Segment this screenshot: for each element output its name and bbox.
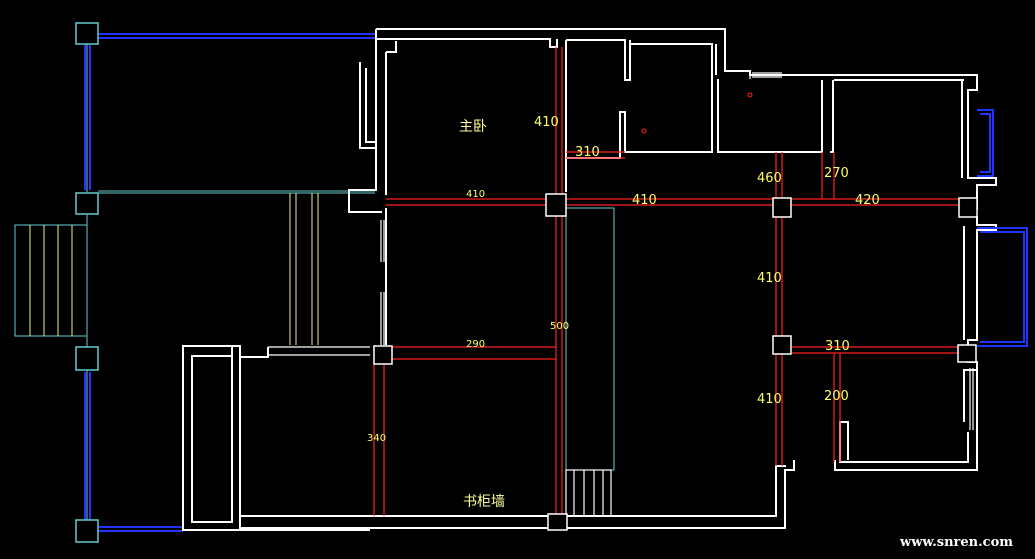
- room-label-master-bedroom: 主卧: [459, 119, 487, 135]
- dimension-label: 460: [757, 171, 782, 186]
- dimension-label: 200: [824, 389, 849, 404]
- balcony-window-lines: [84, 33, 376, 532]
- structural-column: [957, 344, 977, 363]
- balcony-column: [75, 192, 99, 215]
- structural-column: [545, 193, 567, 217]
- exterior-walls: [182, 28, 997, 531]
- structural-column: [373, 345, 393, 365]
- interior-walls: [191, 39, 976, 523]
- balcony-column: [75, 346, 99, 371]
- dimension-label: 410: [534, 115, 559, 130]
- dimension-label: 310: [825, 339, 850, 354]
- dimension-label: 500: [550, 321, 569, 332]
- dimension-label: 270: [824, 166, 849, 181]
- room-label-bookcase-wall: 书柜墙: [463, 494, 505, 510]
- watermark: www.snren.com: [899, 535, 1013, 550]
- right-bay-windows: [977, 109, 1028, 347]
- balcony-steps: [14, 224, 88, 337]
- marker-dot: [641, 128, 647, 134]
- balcony-door-lines: [289, 193, 319, 345]
- dimension-label: 410: [757, 392, 782, 407]
- structural-column: [772, 335, 792, 355]
- balcony-column: [75, 519, 99, 543]
- marker-dot: [747, 92, 753, 98]
- stair-cabinet: [565, 207, 615, 517]
- dimension-lines: [373, 47, 977, 516]
- structural-column: [547, 513, 568, 531]
- dimension-label: 410: [757, 271, 782, 286]
- dimension-label: 410: [632, 193, 657, 208]
- dimension-label: 420: [855, 193, 880, 208]
- dimension-label: 310: [575, 145, 600, 160]
- dimension-label: 410: [466, 189, 485, 200]
- dimension-label: 340: [367, 433, 386, 444]
- door-window-lines: [268, 71, 974, 430]
- balcony-column: [75, 22, 99, 45]
- dimension-label: 290: [466, 339, 485, 350]
- structural-column: [958, 197, 978, 218]
- structural-column: [772, 197, 792, 218]
